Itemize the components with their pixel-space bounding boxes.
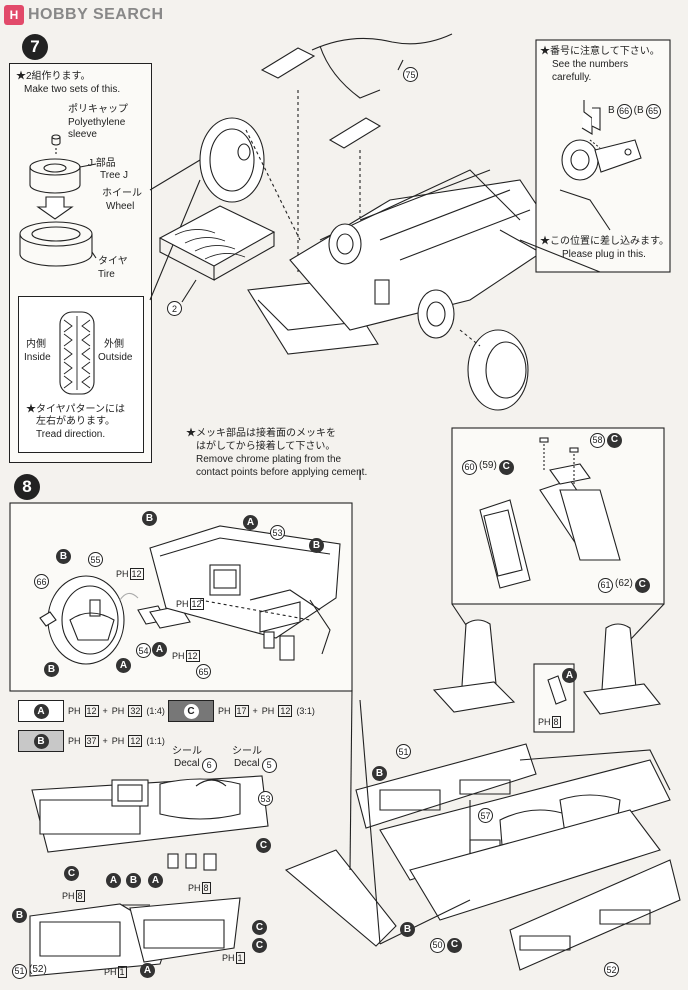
dash-color-a2: A xyxy=(152,642,167,657)
part-66-tree: B xyxy=(608,105,615,117)
legend-c-swatch: C xyxy=(168,700,214,722)
bottom-color-a3: A xyxy=(140,963,155,978)
body-color-b1: B xyxy=(372,766,387,781)
bottom-color-a1: A xyxy=(106,873,121,888)
chrome-note-jp1: ★メッキ部品は接着面のメッキを xyxy=(186,428,336,439)
note-numbers-en1: See the numbers xyxy=(552,59,629,70)
tire-jp: タイヤ xyxy=(98,256,128,267)
dash-part-55: 55 xyxy=(88,552,103,567)
inside-en: Inside xyxy=(24,352,51,363)
chrome-note-en2: contact points before applying cement. xyxy=(196,467,368,478)
bottom-color-c1: C xyxy=(256,838,271,853)
make-two-jp: ★2組作ります。 xyxy=(16,71,91,82)
note-numbers-en2: carefully. xyxy=(552,72,592,83)
logo-mark-icon: H xyxy=(4,5,24,25)
seat-part-61-62: 61(62)C xyxy=(598,578,650,593)
dash-color-a3: A xyxy=(116,658,131,673)
tread-jp2: 左右があります。 xyxy=(36,416,115,427)
dash-part-65: 65 xyxy=(196,664,211,679)
legend-a-swatch: A xyxy=(18,700,64,722)
seat-part-60-59: 60(59)C xyxy=(462,460,514,475)
bottom-color-c3: C xyxy=(252,920,267,935)
outside-jp: 外側 xyxy=(104,339,124,350)
chrome-note-jp2: はがしてから接着して下さい。 xyxy=(196,441,336,452)
dash-color-b3: B xyxy=(56,549,71,564)
dash-color-b4: B xyxy=(44,662,59,677)
plug-en: Please plug in this. xyxy=(562,249,646,260)
outside-en: Outside xyxy=(98,352,133,363)
legend-b-swatch: B xyxy=(18,730,64,752)
inside-jp: 内側 xyxy=(26,339,46,350)
hobby-search-logo: H HOBBY SEARCH xyxy=(4,4,164,26)
dash-part-54: 54 xyxy=(136,643,151,658)
step-7-badge: 7 xyxy=(22,34,48,60)
polycap-en2: sleeve xyxy=(68,129,97,140)
body-part-52: 52 xyxy=(604,962,619,977)
part-65: 65 xyxy=(645,104,661,119)
dash-color-a1: A xyxy=(243,515,258,530)
part-66-65-ref: B 66 (B 65 xyxy=(608,104,661,119)
polycap-jp: ポリキャップ xyxy=(68,104,128,115)
tread-jp1: ★タイヤパターンには xyxy=(26,404,125,415)
dash-color-b1: B xyxy=(142,511,157,526)
bottom-color-b1: B xyxy=(126,873,141,888)
logo-text: HOBBY SEARCH xyxy=(28,6,164,23)
bottom-color-b2: B xyxy=(12,908,27,923)
body-part-51: 51 xyxy=(396,744,411,759)
bottom-part-53: 53 xyxy=(258,791,273,806)
part-66: 66 xyxy=(616,104,632,119)
bottom-color-a2: A xyxy=(148,873,163,888)
shift-color-a: A xyxy=(562,668,577,683)
note-numbers-jp: ★番号に注意して下さい。 xyxy=(540,46,660,57)
tread-en: Tread direction. xyxy=(36,429,106,440)
body-part-57: 57 xyxy=(478,808,493,823)
treej-en: Tree J xyxy=(100,170,128,181)
make-two-en: Make two sets of this. xyxy=(24,84,121,95)
chrome-note-en1: Remove chrome plating from the xyxy=(196,454,342,465)
bottom-part-51-52: 51(52) xyxy=(12,964,47,979)
polycap-en1: Polyethylene xyxy=(68,117,126,128)
wheel-jp: ホイール xyxy=(102,188,142,199)
tire-en: Tire xyxy=(98,269,115,280)
bottom-color-c4: C xyxy=(252,938,267,953)
step-8-badge: 8 xyxy=(14,474,40,500)
seal5-jp: シール xyxy=(232,746,262,757)
dash-part-53: 53 xyxy=(270,525,285,540)
treej-jp: J 部品 xyxy=(88,158,116,169)
dash-color-b2: B xyxy=(309,538,324,553)
part-75-label: 75 xyxy=(403,67,418,82)
bottom-color-c2: C xyxy=(64,866,79,881)
wheel-en: Wheel xyxy=(106,201,135,212)
plug-jp: ★この位置に差し込みます。 xyxy=(540,236,669,247)
body-color-b2: B xyxy=(400,922,415,937)
seal6-jp: シール xyxy=(172,746,202,757)
dash-part-66: 66 xyxy=(34,574,49,589)
part-2-label: 2 xyxy=(167,301,182,316)
part-65-tree: (B xyxy=(633,105,644,117)
